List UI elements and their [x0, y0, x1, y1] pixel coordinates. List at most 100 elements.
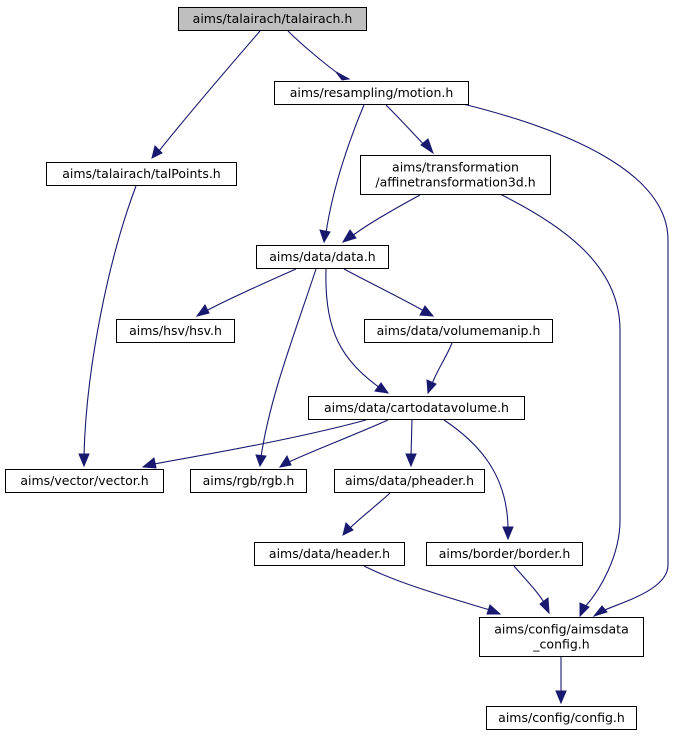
- arrowhead: [341, 229, 357, 243]
- node-cartodatavolume[interactable]: aims/data/cartodatavolume.h: [308, 396, 525, 420]
- node-box: [190, 469, 307, 493]
- node-vector[interactable]: aims/vector/vector.h: [5, 469, 164, 493]
- edge-volumemanip-to-cartodatavolume: [426, 342, 453, 395]
- edge-affine-to-data: [341, 194, 421, 243]
- edge-line: [431, 342, 453, 385]
- edge-line: [462, 103, 669, 613]
- node-label: _config.h: [532, 637, 589, 652]
- edge-line: [513, 565, 546, 605]
- node-label: aims/data/pheader.h: [345, 473, 474, 488]
- node-label: aims/transformation: [392, 160, 519, 175]
- node-label: aims/talairach/talairach.h: [193, 11, 353, 26]
- node-box: [360, 155, 551, 195]
- node-box: [116, 319, 235, 343]
- node-border[interactable]: aims/border/border.h: [426, 542, 583, 566]
- node-box: [479, 617, 644, 657]
- node-label: aims/talairach/talPoints.h: [62, 166, 220, 181]
- node-box: [334, 469, 485, 493]
- arrowhead: [555, 690, 567, 705]
- arrowhead: [319, 229, 331, 244]
- node-talpoints[interactable]: aims/talairach/talPoints.h: [46, 162, 237, 186]
- node-data[interactable]: aims/data/data.h: [256, 245, 389, 269]
- arrowhead: [141, 457, 157, 469]
- arrowhead: [405, 453, 417, 468]
- arrowhead: [579, 602, 590, 618]
- node-label: /affinetransformation3d.h: [375, 175, 535, 190]
- edge-talpoints-to-vector: [78, 185, 137, 468]
- node-label: aims/border/border.h: [439, 546, 571, 561]
- node-header[interactable]: aims/data/header.h: [254, 542, 405, 566]
- arrowhead: [426, 379, 437, 395]
- arrowhead: [539, 597, 550, 615]
- edge-line: [325, 104, 365, 234]
- edge-data-to-hsv: [195, 268, 297, 317]
- edge-line: [287, 30, 341, 76]
- node-config[interactable]: aims/config/config.h: [486, 706, 637, 730]
- node-label: aims/data/volumemanip.h: [377, 323, 541, 338]
- edge-line: [385, 104, 427, 148]
- node-label: aims/config/aimsdata: [494, 622, 628, 637]
- node-box: [254, 542, 405, 566]
- edge-motion-to-affine: [385, 104, 434, 155]
- node-motion[interactable]: aims/resampling/motion.h: [274, 81, 469, 105]
- edge-cartodatavolume-to-vector: [141, 419, 367, 469]
- edge-aimsdata_config-to-config: [555, 657, 567, 705]
- edge-motion-to-data: [319, 104, 365, 244]
- edge-pheader-to-header: [342, 492, 391, 536]
- edge-line: [443, 419, 509, 531]
- edge-cartodatavolume-to-rgb: [278, 419, 389, 468]
- node-label: aims/data/cartodatavolume.h: [324, 400, 509, 415]
- node-pheader[interactable]: aims/data/pheader.h: [334, 469, 485, 493]
- edge-line: [351, 194, 421, 237]
- edge-cartodatavolume-to-pheader: [405, 419, 417, 468]
- edge-line: [499, 193, 621, 608]
- node-rgb[interactable]: aims/rgb/rgb.h: [190, 469, 307, 493]
- edges-layer: [78, 30, 669, 705]
- arrowhead: [486, 604, 502, 615]
- edge-line: [288, 419, 389, 463]
- node-box: [256, 245, 389, 269]
- node-box: [308, 396, 525, 420]
- arrowhead: [255, 454, 267, 468]
- arrowhead: [592, 605, 608, 617]
- edge-cartodatavolume-to-border: [443, 419, 514, 541]
- node-label: aims/data/header.h: [269, 546, 390, 561]
- edge-data-to-cartodatavolume: [325, 268, 390, 394]
- node-box: [274, 81, 469, 105]
- edge-line: [153, 419, 367, 465]
- node-box: [364, 319, 553, 343]
- node-volumemanip[interactable]: aims/data/volumemanip.h: [364, 319, 553, 343]
- nodes-layer: aims/talairach/talairach.h aims/resamplin…: [5, 7, 644, 730]
- node-label: aims/rgb/rgb.h: [203, 473, 295, 488]
- arrowhead: [502, 526, 514, 541]
- edge-talairach-to-talpoints: [151, 30, 261, 159]
- edge-affine-to-aimsdata_config: [499, 193, 621, 618]
- edge-talairach-to-motion: [287, 30, 351, 81]
- arrowhead: [278, 454, 292, 468]
- edge-border-to-aimsdata_config: [513, 565, 550, 615]
- node-box: [178, 7, 367, 31]
- arrowhead: [195, 304, 210, 317]
- node-aimsdata_config[interactable]: aims/config/aimsdata_config.h: [479, 617, 644, 657]
- edge-line: [260, 268, 317, 458]
- edge-data-to-volumemanip: [343, 268, 435, 317]
- node-hsv[interactable]: aims/hsv/hsv.h: [116, 319, 235, 343]
- edge-line: [349, 492, 391, 529]
- node-box: [46, 162, 237, 186]
- arrowhead: [151, 145, 163, 159]
- node-label: aims/resampling/motion.h: [290, 85, 454, 100]
- edge-line: [325, 268, 381, 389]
- node-box: [426, 542, 583, 566]
- edge-line: [363, 565, 491, 611]
- edge-line: [205, 268, 297, 312]
- node-label: aims/config/config.h: [498, 710, 625, 725]
- node-affine[interactable]: aims/transformation/affinetransformation…: [360, 155, 551, 195]
- arrowhead: [335, 71, 351, 81]
- node-box: [5, 469, 164, 493]
- edge-motion-to-aimsdata_config: [462, 103, 669, 617]
- node-label: aims/hsv/hsv.h: [129, 323, 222, 338]
- arrowhead: [374, 382, 390, 394]
- node-talairach[interactable]: aims/talairach/talairach.h: [178, 7, 367, 31]
- edge-line: [410, 419, 413, 458]
